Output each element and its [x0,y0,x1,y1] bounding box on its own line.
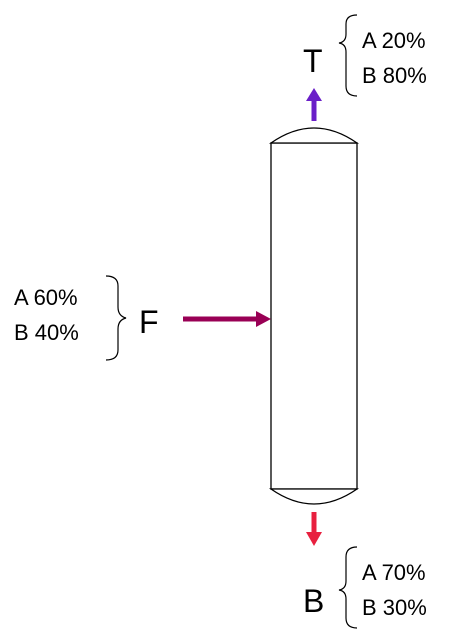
feed-composition-brace [105,275,127,361]
bottom-stream-label: B A 70% B 30% [303,546,427,629]
column-body [270,142,358,490]
bottom-component-a: A 70% [362,560,426,585]
feed-component-b: B 40% [14,320,79,345]
feed-component-a: A 60% [14,285,78,310]
feed-arrow-head [256,311,271,327]
top-stream-letter: T [303,43,323,79]
top-product-arrow [306,88,322,121]
top-composition-brace [338,14,358,97]
top-component-a: A 20% [362,28,426,53]
bottom-composition-brace [338,546,358,629]
top-arrow-head [306,88,322,101]
feed-arrow [183,311,271,327]
top-component-b: B 80% [362,63,427,88]
feed-stream-label: A 60% B 40% F [14,275,159,361]
distillation-column [268,127,360,505]
bottom-arrow-head [306,532,322,546]
bottom-component-b: B 30% [362,595,427,620]
bottom-product-arrow [306,512,322,546]
bottom-stream-letter: B [303,583,324,619]
feed-stream-letter: F [139,304,159,340]
top-stream-label: T A 20% B 80% [303,14,427,97]
column-bottom-head [268,488,360,505]
column-top-head [268,127,360,144]
